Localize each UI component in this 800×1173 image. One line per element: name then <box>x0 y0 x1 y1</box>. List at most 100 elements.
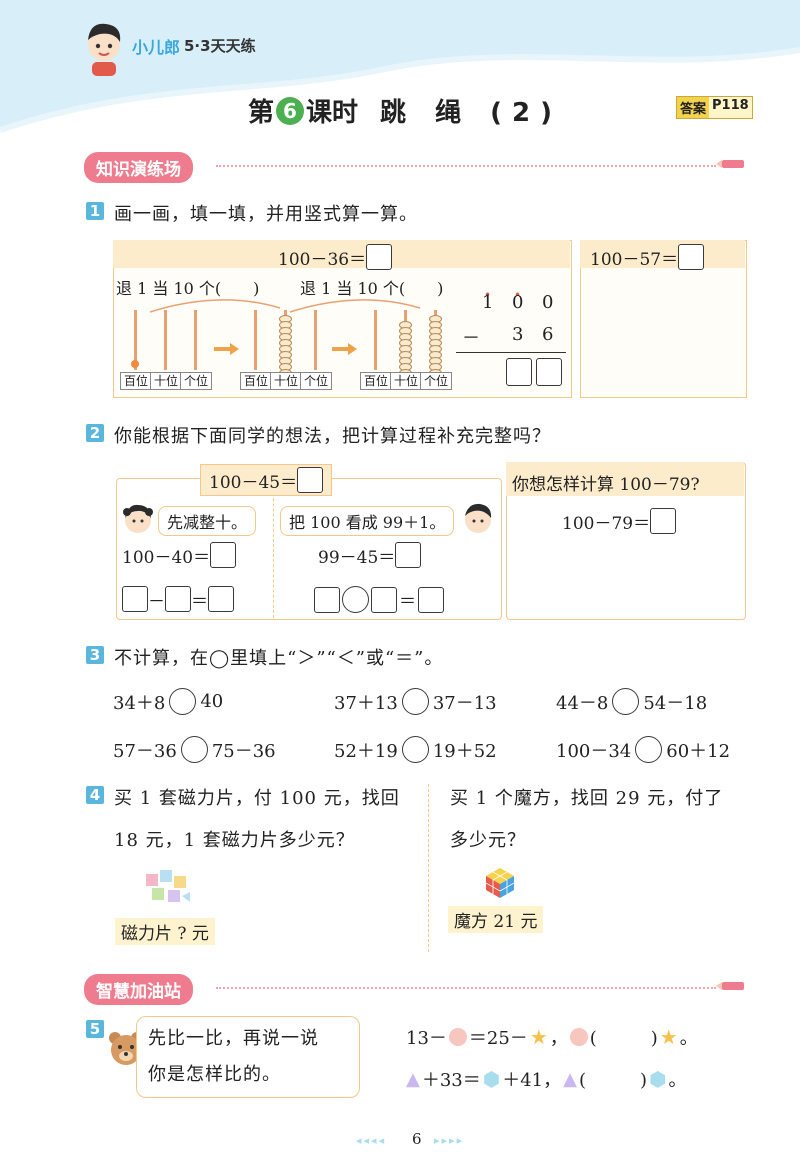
compare-right: 19＋52 <box>432 740 497 762</box>
idea-bubble-2: 把 100 看成 99＋1。 <box>280 506 455 536</box>
vcalc-digit: 0 <box>542 292 554 313</box>
pencil-icon <box>716 982 744 990</box>
q2-box[interactable] <box>314 586 340 613</box>
q2-eq-text: 100－45＝ <box>209 472 298 493</box>
vcalc-box[interactable] <box>506 358 532 386</box>
q5-number: 5 <box>86 1020 104 1038</box>
section-divider <box>216 987 716 989</box>
q5-speech-bubble <box>136 1016 360 1098</box>
q2-step1-text: 100－40＝ <box>122 547 211 568</box>
q2-step-1: 100－40＝ <box>122 542 237 568</box>
q5-bubble-line1: 先比一比，再说一说 <box>148 1028 319 1049</box>
q4-number: 4 <box>86 786 104 804</box>
lesson-prefix: 第 <box>248 98 275 128</box>
q2-step1-box[interactable] <box>210 542 237 568</box>
lesson-number: 6 <box>276 96 305 125</box>
q1-text: 画一画，填一填，并用竖式算一算。 <box>114 204 418 225</box>
q2-box[interactable] <box>418 586 444 613</box>
lesson-suffix: 课时 <box>306 98 359 128</box>
q2-box[interactable] <box>165 586 191 612</box>
triangle-shape-icon: ▲ <box>406 1068 420 1090</box>
q5-eq1-part: 13－ <box>406 1028 447 1049</box>
q5-eq1-blank[interactable]: ( ) <box>589 1028 658 1049</box>
footer-arrows-right: ▸▸▸▸ <box>434 1134 465 1147</box>
vcalc-box[interactable] <box>536 358 562 386</box>
compare-right: 60＋12 <box>666 740 731 762</box>
compare-right: 40 <box>200 691 224 712</box>
triangle-shape-icon: ▲ <box>563 1068 577 1090</box>
answer-page: P118 <box>709 97 752 118</box>
q2-right-eq-text: 100－79＝ <box>562 513 651 534</box>
abacus-2: 百位 十位 个位 <box>240 310 332 392</box>
place-hundreds: 百位 <box>360 372 392 390</box>
compare-left: 100－34 <box>556 740 632 762</box>
hexagon-shape-icon: ⬢ <box>482 1067 501 1091</box>
lesson-topic: 跳 绳 (2) <box>380 98 562 128</box>
q3-text: 不计算，在◯里填上“＞”“＜”或“＝”。 <box>114 648 444 669</box>
idea-bubble-1: 先减整十。 <box>158 506 257 536</box>
q4-right-line1: 买 1 个魔方，找回 29 元，付了 <box>450 788 724 809</box>
compare-circle[interactable] <box>612 688 640 715</box>
place-hundreds: 百位 <box>120 372 152 390</box>
compare-circle[interactable] <box>180 736 208 763</box>
q4-left-line1: 买 1 套磁力片，付 100 元，找回 <box>114 788 400 809</box>
q1-eq-text: 100－36＝ <box>278 249 367 270</box>
q2-right-box[interactable] <box>650 508 677 534</box>
compare-right: 37－13 <box>432 692 497 714</box>
q1-number: 1 <box>86 202 104 220</box>
q4-right-line2: 多少元？ <box>450 830 526 851</box>
place-ones: 个位 <box>180 372 212 390</box>
arrow-right-icon <box>332 343 357 355</box>
q2-equation: 100－45＝ <box>200 464 333 496</box>
q2-left-formula: －＝ <box>122 586 234 612</box>
compare-circle[interactable] <box>401 688 429 715</box>
star-shape-icon: ★ <box>529 1025 548 1049</box>
vcalc-digit: 1 <box>482 292 494 313</box>
q1-answer-box[interactable] <box>366 244 393 270</box>
vcalc-minus: － <box>462 328 480 349</box>
q5-eq1-part: ＝25－ <box>468 1028 528 1049</box>
q2-right-equation: 100－79＝ <box>562 508 677 534</box>
vcalc-digit: 6 <box>542 324 554 345</box>
q4-right-tag: 魔方 21 元 <box>448 906 544 933</box>
q2-right-question: 你想怎样计算 100－79? <box>512 475 700 495</box>
abacus-3: 百位 十位 个位 <box>360 310 452 392</box>
q5-eq1-part: ， <box>549 1028 568 1049</box>
period: 。 <box>679 1028 698 1049</box>
q2-box[interactable] <box>122 586 148 612</box>
place-hundreds: 百位 <box>240 372 272 390</box>
boy-avatar-icon <box>465 503 492 533</box>
q5-eq2-blank[interactable]: ( ) <box>578 1070 648 1091</box>
q1-panel-left-header <box>113 240 570 268</box>
q2-box[interactable] <box>208 586 234 612</box>
q1-answer-box-2[interactable] <box>678 244 705 270</box>
pencil-icon <box>716 160 744 168</box>
hexagon-shape-icon: ⬢ <box>649 1067 667 1091</box>
abacus-bead <box>131 360 139 368</box>
q2-step2-box[interactable] <box>395 542 422 568</box>
compare-item: 100－34 60＋12 <box>556 736 730 763</box>
compare-circle[interactable] <box>635 736 663 763</box>
q2-number: 2 <box>86 424 104 442</box>
section-practice: 知识演练场 <box>84 152 193 183</box>
boy-mascot-icon <box>88 23 121 76</box>
equals-sign: ＝ <box>399 592 416 612</box>
abacus-1: 百位 十位 个位 <box>120 310 212 392</box>
q2-step-2: 99－45＝ <box>318 542 422 568</box>
rubiks-cube-icon <box>485 868 515 898</box>
series-name: 5·3天天练 <box>184 37 256 55</box>
compare-circle[interactable] <box>401 736 429 763</box>
compare-circle[interactable] <box>169 688 197 715</box>
q2-text: 你能根据下面同学的想法，把计算过程补充完整吗？ <box>114 426 551 447</box>
vcalc-digit: 3 <box>512 324 524 345</box>
q2-box[interactable] <box>371 586 397 613</box>
answer-ref[interactable]: 答案 P118 <box>676 96 753 119</box>
q2-circle[interactable] <box>342 586 369 613</box>
vcalc-digit: 0 <box>512 292 524 313</box>
footer-arrows-left: ◂◂◂◂ <box>356 1134 387 1147</box>
q2-answer-box[interactable] <box>297 467 324 493</box>
compare-left: 34＋8 <box>113 692 166 714</box>
header-wave <box>0 0 800 133</box>
